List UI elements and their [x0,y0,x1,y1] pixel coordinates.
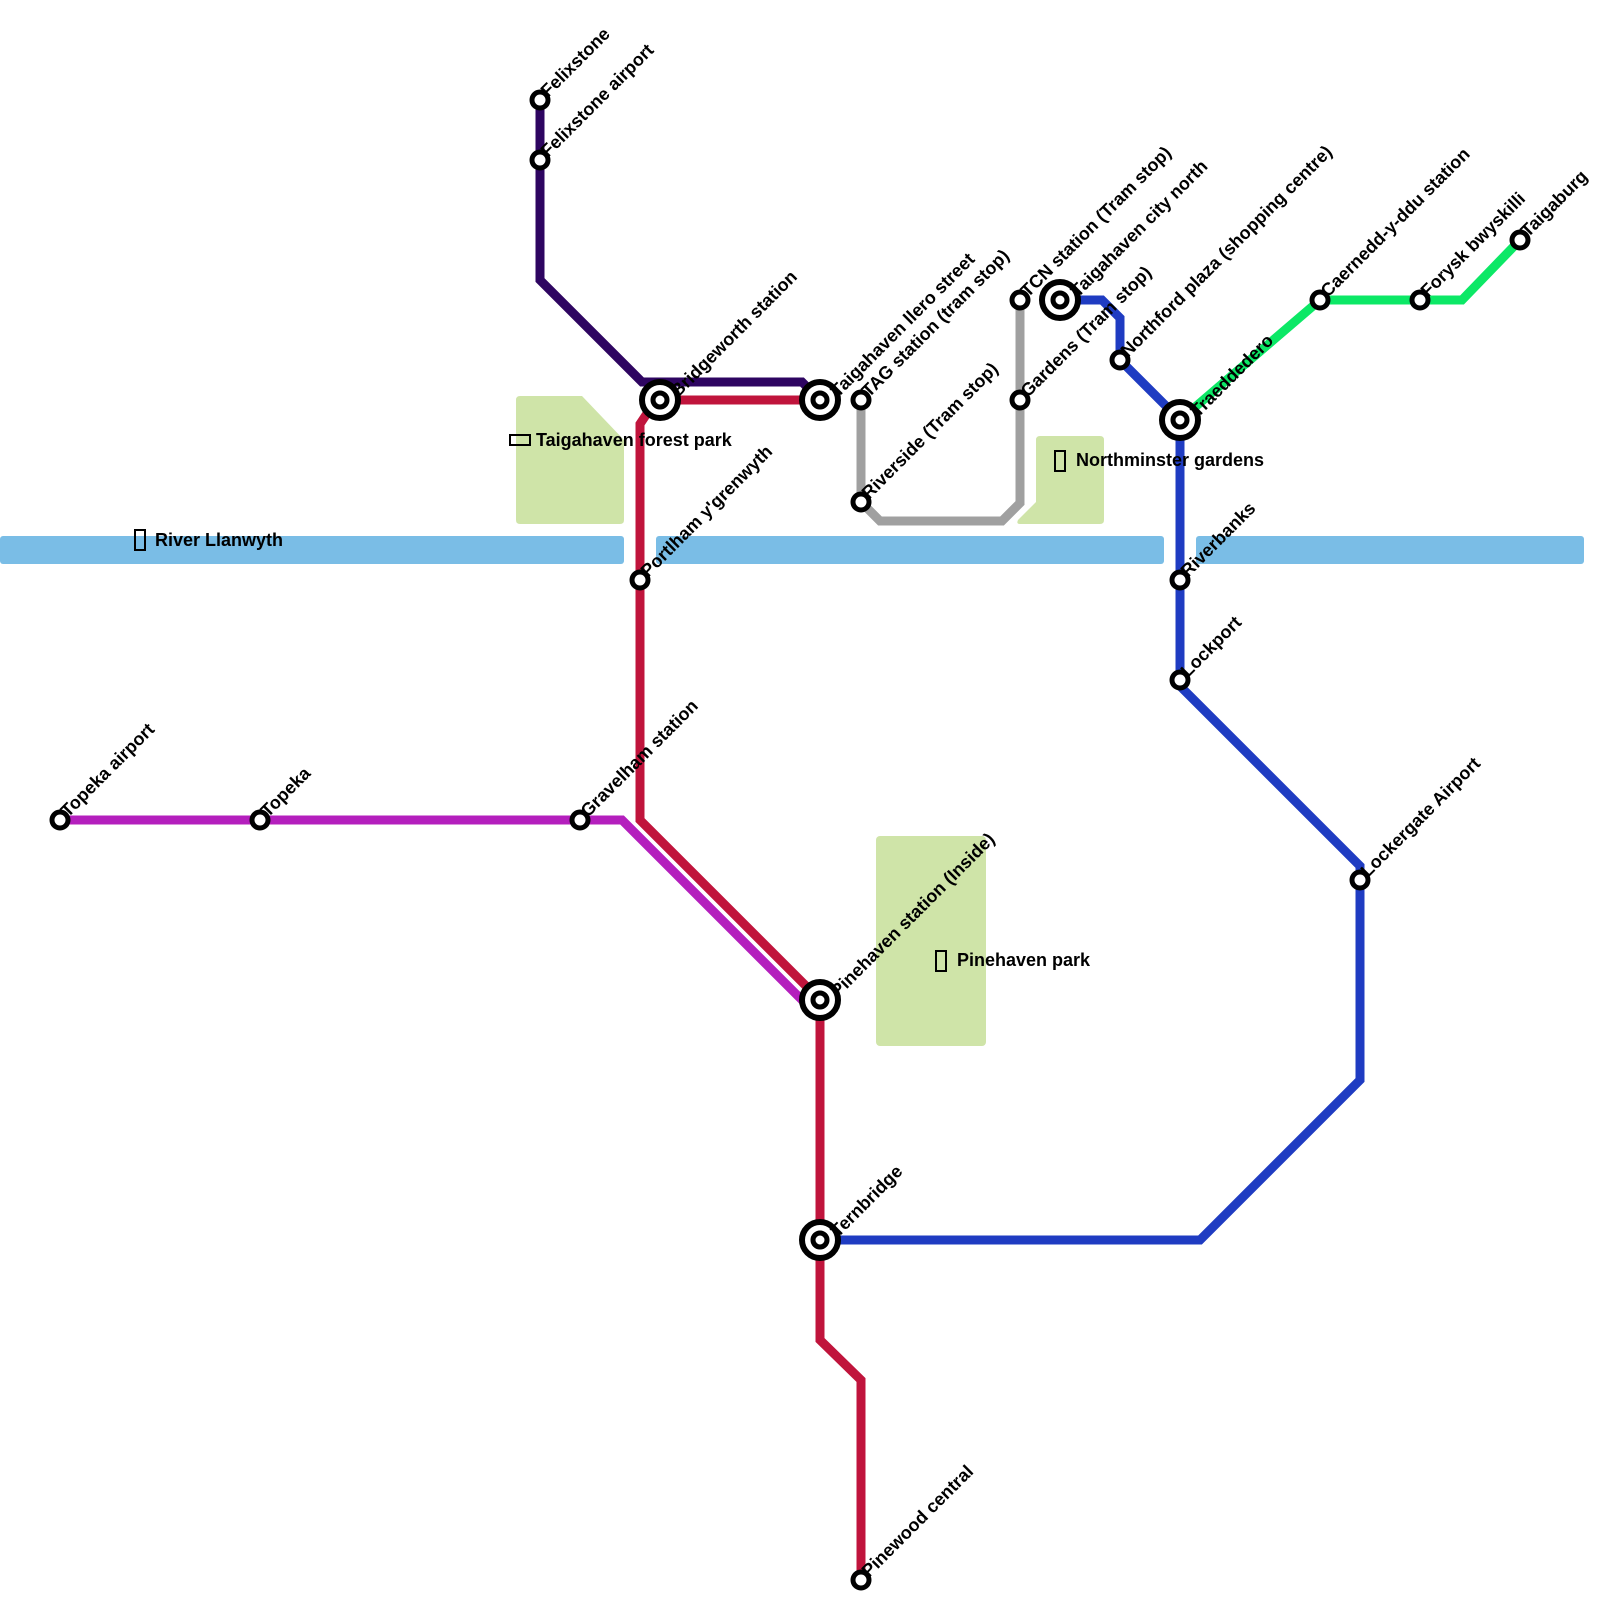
blue-line[interactable] [820,295,1365,1245]
station-label: Felixstone airport [537,40,658,161]
station-caernedd-y-ddu-station[interactable]: Caernedd-y-ddu station [1309,144,1474,311]
station-marker[interactable] [1509,229,1531,251]
station-label: Topeka [257,762,315,820]
station-marker[interactable] [249,809,271,831]
station-label: Ternbridge [827,1161,907,1241]
felixstone-line[interactable] [535,100,824,404]
station-topeka-airport[interactable]: Topeka airport [49,719,159,831]
interchange-inner-ring [810,390,830,410]
park-icon [1054,450,1066,472]
station-label: Lockport [1177,612,1246,681]
river-segment [0,536,624,564]
station-marker[interactable] [1109,349,1131,371]
river-llanwyth-label: River Llanwyth [134,529,283,551]
interchange-inner-ring [810,1230,830,1250]
lines [60,100,1524,1584]
station-lockergate-airport[interactable]: Lockergate Airport [1349,753,1485,891]
interchange-inner-ring [650,390,670,410]
station-traeddedero[interactable]: Traeddedero [1159,330,1278,441]
station-label: Lockergate Airport [1357,753,1485,881]
interchange-inner-ring [810,990,830,1010]
river-segment [656,536,1164,564]
pinehaven-park-label: Pinehaven park [935,950,1091,972]
park-icon [935,950,947,972]
station-bridgeworth-station[interactable]: Bridgeworth station [639,266,801,421]
pinehaven-park-text: Pinehaven park [957,950,1091,970]
interchange-inner-ring [1050,290,1070,310]
station-marker[interactable] [529,149,551,171]
taigahaven-forest-park-text: Taigahaven forest park [536,430,733,450]
northminster-gardens-text: Northminster gardens [1076,450,1264,470]
tram-line[interactable] [856,300,1025,526]
station-marker[interactable] [49,809,71,831]
station-marker[interactable] [1009,389,1031,411]
station-marker[interactable] [850,1569,872,1591]
river-llanwyth-text: River Llanwyth [155,530,283,550]
parks [516,396,1104,1046]
area-labels: River Llanwyth Taigahaven forest park No… [134,430,1264,972]
station-marker[interactable] [1409,289,1431,311]
topeka-line[interactable] [60,815,814,1012]
station-label: Traeddedero [1187,330,1278,421]
station-portlham-y-grenwyth[interactable]: Portlham y'grenwyth [629,441,776,591]
station-felixstone-airport[interactable]: Felixstone airport [529,40,658,171]
station-label: Topeka airport [57,719,159,821]
interchange-inner-ring [1170,410,1190,430]
station-marker[interactable] [1169,569,1191,591]
station-marker[interactable] [629,569,651,591]
taigahaven-forest-park-area [516,396,624,524]
northminster-gardens-label: Northminster gardens [1054,450,1264,472]
station-taigahaven-llero-street[interactable]: Taigahaven llero street [799,249,979,421]
station-marker[interactable] [850,491,872,513]
pinehaven-park-area [876,836,986,1046]
river-llanwyth [0,536,1584,564]
station-marker[interactable] [569,809,591,831]
taigahaven-forest-park-label: Taigahaven forest park [509,430,733,450]
northminster-gardens-area [1017,436,1104,524]
green-line[interactable] [1177,236,1524,424]
station-pinewood-central[interactable]: Pinewood central [850,1461,978,1591]
station-marker[interactable] [1009,289,1031,311]
station-marker[interactable] [1349,869,1371,891]
station-label: Taigahaven llero street [827,249,979,401]
station-marker[interactable] [529,89,551,111]
station-marker[interactable] [1169,669,1191,691]
station-marker[interactable] [850,389,872,411]
station-label: Pinewood central [858,1461,978,1581]
park-icon [509,434,531,446]
water-icon [134,529,146,551]
river-segment [1196,536,1584,564]
station-marker[interactable] [1309,289,1331,311]
